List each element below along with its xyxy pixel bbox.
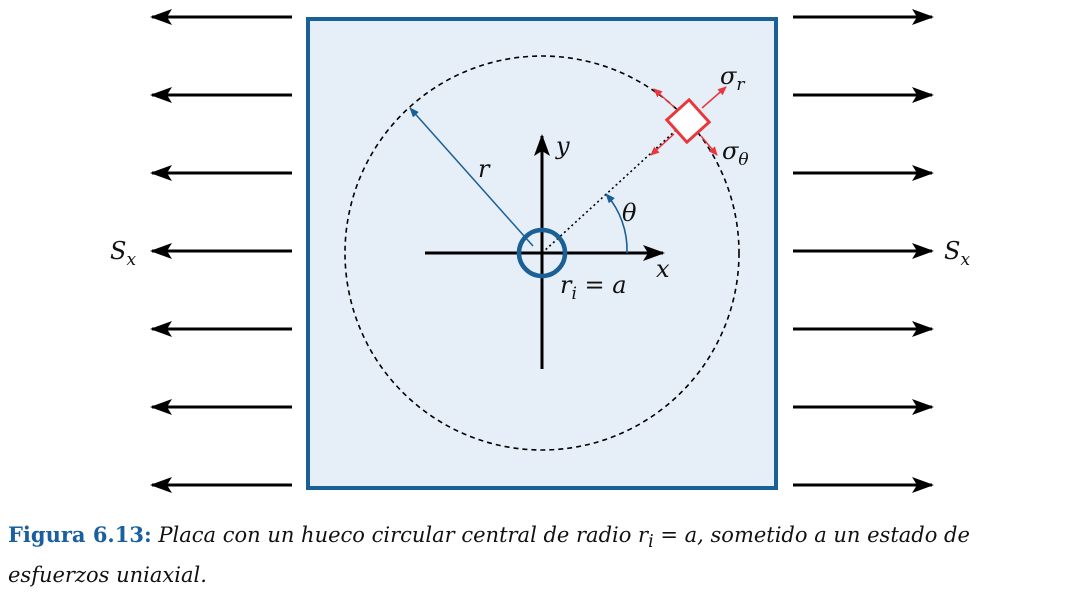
dashed-circle [344, 55, 740, 451]
load-label-left: Sx [110, 237, 136, 270]
caption-label: Figura 6.13: [8, 522, 152, 547]
angle-arc [605, 193, 628, 254]
x-axis-label: x [656, 255, 670, 283]
caption-text: Placa con un hueco circular central de r… [8, 523, 970, 588]
stress-element [650, 86, 727, 156]
angle-label: θ [622, 199, 637, 227]
sigma-theta-label: σθ [722, 137, 749, 170]
left-load-arrows [150, 8, 292, 493]
hole [516, 227, 568, 279]
hole-radius-label: ri = a [560, 271, 627, 304]
right-load-arrows [793, 9, 934, 493]
figure-caption: Figura 6.13: Placa con un hueco circular… [8, 518, 1078, 592]
load-label-right: Sx [944, 237, 970, 270]
y-axis-label: y [555, 132, 570, 160]
radius-line [409, 107, 534, 247]
sigma-r-label: σr [720, 62, 745, 95]
radius-label: r [478, 155, 491, 183]
plate-diagram: Sx Sx r y x θ ri = a σr σθ [110, 8, 970, 493]
